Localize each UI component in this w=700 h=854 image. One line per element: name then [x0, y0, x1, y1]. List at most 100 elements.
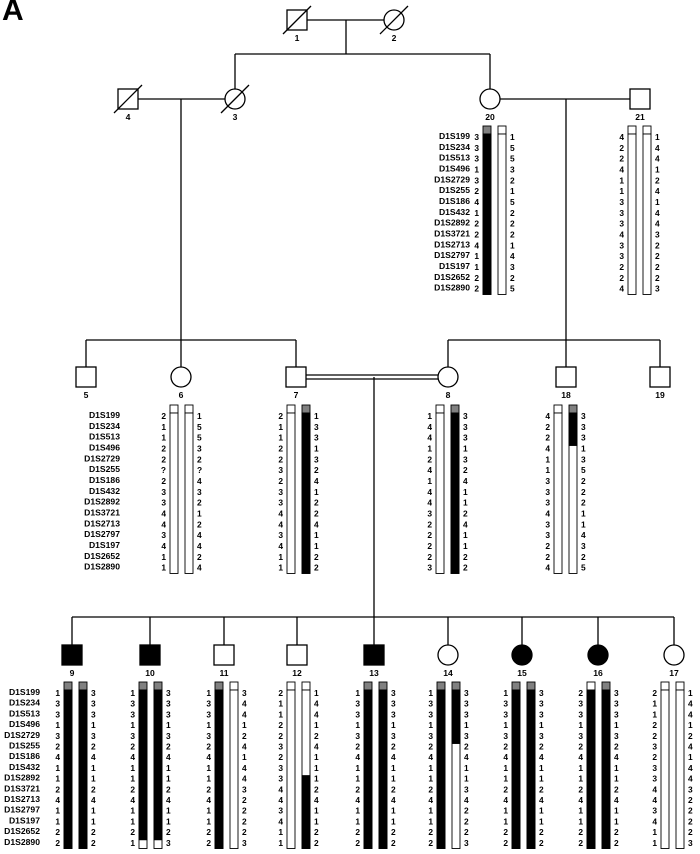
allele-value: 2	[545, 433, 550, 443]
allele-value: 1	[427, 476, 432, 486]
allele-value: 3	[545, 476, 550, 486]
allele-value: 5	[510, 154, 515, 164]
haplotype-top-marker	[568, 404, 578, 414]
allele-value: 2	[197, 519, 202, 529]
allele-value: 2	[655, 251, 660, 261]
allele-value: 3	[578, 731, 583, 741]
haplotype-affected-segment	[63, 689, 73, 849]
allele-value: 3	[539, 688, 544, 698]
allele-value: 1	[474, 164, 479, 174]
allele-value: 1	[427, 443, 432, 453]
allele-value: 1	[55, 763, 60, 773]
haplotype-top-marker	[184, 404, 194, 414]
allele-value: 4	[614, 752, 619, 762]
haplotype-bar-right	[642, 133, 652, 295]
allele-value: 2	[314, 465, 319, 475]
allele-value: 3	[614, 731, 619, 741]
allele-value: 4	[161, 519, 166, 529]
allele-value: 3	[545, 530, 550, 540]
allele-value: 2	[463, 465, 468, 475]
allele-value: 3	[474, 143, 479, 153]
haplotype-affected-segment	[138, 689, 148, 841]
haplotype-bar-right	[497, 133, 507, 295]
haplotype-top-marker	[627, 125, 637, 135]
individual-id-label: 2	[392, 33, 397, 43]
haplotype-top-marker	[301, 681, 311, 691]
haplotype-bar-left	[286, 689, 296, 849]
allele-value: 3	[91, 709, 96, 719]
allele-value: 2	[510, 229, 515, 239]
allele-value: 1	[578, 806, 583, 816]
allele-value: 4	[278, 816, 283, 826]
allele-value: 1	[130, 688, 135, 698]
allele-value: 2	[539, 827, 544, 837]
allele-value: 3	[463, 454, 468, 464]
allele-value: 4	[427, 422, 432, 432]
allele-value: 3	[510, 164, 515, 174]
allele-value: 3	[474, 132, 479, 142]
allele-value: 2	[510, 273, 515, 283]
allele-value: 1	[130, 763, 135, 773]
allele-value: 3	[581, 411, 586, 421]
allele-value: 1	[355, 806, 360, 816]
allele-value: 3	[614, 709, 619, 719]
allele-value: 1	[91, 720, 96, 730]
allele-value: 3	[91, 731, 96, 741]
allele-value: 2	[688, 806, 693, 816]
allele-value: 1	[463, 498, 468, 508]
allele-value: 2	[539, 742, 544, 752]
haplotype-bar-right	[675, 689, 685, 849]
haplotype-top-marker	[675, 681, 685, 691]
allele-value: 3	[314, 422, 319, 432]
allele-value: 2	[474, 273, 479, 283]
allele-value: 1	[463, 530, 468, 540]
allele-value: 2	[428, 838, 433, 848]
allele-value: 4	[314, 519, 319, 529]
allele-value: 1	[539, 806, 544, 816]
allele-value: 4	[391, 795, 396, 805]
allele-value: 3	[464, 784, 469, 794]
allele-value: 3	[652, 763, 657, 773]
allele-value: 2	[503, 742, 508, 752]
allele-value: 2	[619, 154, 624, 164]
allele-value: 1	[614, 816, 619, 826]
haplotype-top-marker	[63, 681, 73, 691]
allele-value: 4	[206, 752, 211, 762]
allele-value: 1	[130, 816, 135, 826]
allele-value: 2	[652, 752, 657, 762]
allele-value: ?	[161, 465, 166, 475]
individual-id-label: 14	[443, 668, 453, 678]
allele-value: 1	[91, 763, 96, 773]
allele-value: 1	[391, 806, 396, 816]
allele-value: 3	[91, 699, 96, 709]
allele-value: 4	[314, 742, 319, 752]
allele-value: 4	[427, 433, 432, 443]
allele-value: 2	[581, 498, 586, 508]
allele-value: 2	[474, 219, 479, 229]
marker-label: D1S197	[439, 261, 470, 271]
allele-value: 3	[278, 498, 283, 508]
allele-value: 1	[428, 806, 433, 816]
allele-value: 4	[655, 154, 660, 164]
allele-value: 1	[474, 251, 479, 261]
haplotype-bar-right	[229, 689, 239, 849]
haplotype-top-marker	[511, 681, 521, 691]
allele-value: 2	[355, 784, 360, 794]
allele-value: 1	[278, 422, 283, 432]
allele-value: 3	[91, 688, 96, 698]
allele-value: 4	[242, 742, 247, 752]
female-symbol	[663, 644, 685, 666]
allele-value: 2	[427, 552, 432, 562]
allele-value: 2	[242, 827, 247, 837]
individual-id-label: 20	[485, 112, 495, 122]
allele-value: 4	[545, 508, 550, 518]
marker-label: D1S2729	[84, 453, 120, 463]
allele-value: 1	[614, 806, 619, 816]
allele-value: 2	[578, 838, 583, 848]
allele-value: 1	[314, 541, 319, 551]
individual-id-label: 10	[145, 668, 155, 678]
allele-value: 3	[581, 433, 586, 443]
allele-value: 2	[688, 827, 693, 837]
allele-value: 4	[614, 795, 619, 805]
